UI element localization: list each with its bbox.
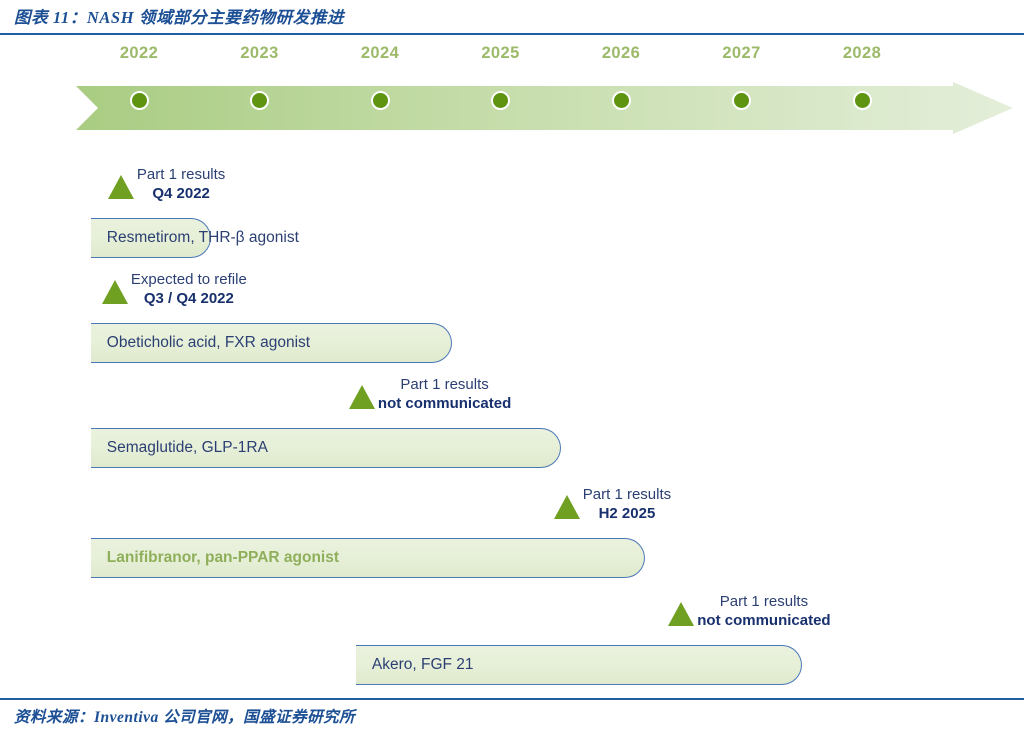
timeline-year-2025: 2025 [481, 44, 520, 62]
milestone-label: Part 1 results not communicated [697, 592, 830, 630]
milestone-label: Part 1 results Q4 2022 [137, 165, 225, 203]
milestone-triangle-icon [348, 385, 375, 409]
drug-bar[interactable]: Akero, FGF 21 [355, 645, 802, 685]
drug-name-label: Obeticholic acid, FXR agonist [106, 334, 311, 351]
drug-name-label: Semaglutide, GLP-1RA [106, 439, 268, 456]
timeline-year-2028: 2028 [842, 44, 882, 62]
drug-bar[interactable]: Resmetirom, THR-β agonist [90, 218, 299, 258]
milestone-triangle-icon [553, 495, 580, 519]
drug-name-label: Lanifibranor, pan-PPAR agonist [106, 549, 340, 566]
timeline-dot-2025 [491, 91, 510, 110]
drug-bar[interactable]: Obeticholic acid, FXR agonist [90, 323, 453, 363]
header-divider [0, 33, 1024, 35]
drug-bar[interactable]: Semaglutide, GLP-1RA [90, 428, 561, 468]
footer-divider [0, 698, 1024, 700]
milestone-line-1: Part 1 results [400, 376, 489, 393]
milestone-label: Expected to refile Q3 / Q4 2022 [131, 270, 247, 308]
milestone-line-2: not communicated [377, 395, 512, 413]
timeline-year-2026: 2026 [601, 44, 641, 62]
milestone-line-2: Q4 2022 [152, 185, 210, 203]
drug-name-label: Resmetirom, THR-β agonist [106, 229, 299, 246]
timeline-dot-2022 [129, 91, 149, 110]
timeline-year-2022: 2022 [119, 44, 159, 62]
milestone-line-2: not communicated [697, 612, 831, 630]
timeline-year-2024: 2024 [360, 44, 400, 62]
milestone-label: Part 1 results not communicated [378, 375, 511, 413]
milestone-line-1: Expected to refile [130, 271, 247, 288]
milestone-label: Part 1 results H2 2025 [583, 485, 671, 523]
milestone-line-2: H2 2025 [598, 505, 656, 523]
drug-name-label: Akero, FGF 21 [371, 656, 474, 673]
timeline-year-2023: 2023 [240, 44, 279, 62]
timeline-dot-2028 [852, 91, 872, 110]
timeline-dot-2024 [370, 91, 390, 110]
timeline-arrow-icon [76, 82, 1013, 134]
milestone-line-1: Part 1 results [136, 166, 226, 183]
milestone-triangle-icon [107, 175, 134, 199]
page-title: 图表 11：NASH 领域部分主要药物研发推进 [14, 8, 345, 27]
milestone-line-2: Q3 / Q4 2022 [143, 290, 234, 308]
timeline-dot-2023 [250, 91, 269, 110]
timeline-dot-2026 [611, 91, 631, 110]
timeline-dot-2027 [732, 91, 751, 110]
milestone-triangle-icon [101, 280, 128, 304]
timeline-axis: 2022 2023 2024 2025 2026 2027 2028 [0, 44, 1024, 139]
source-note: 资料来源：Inventiva 公司官网，国盛证券研究所 [14, 709, 356, 726]
milestone-line-1: Part 1 results [582, 486, 672, 503]
milestone-line-1: Part 1 results [719, 593, 809, 610]
timeline-year-2027: 2027 [722, 44, 761, 62]
drug-bar[interactable]: Lanifibranor, pan-PPAR agonist [90, 538, 646, 578]
milestone-triangle-icon [668, 602, 695, 626]
